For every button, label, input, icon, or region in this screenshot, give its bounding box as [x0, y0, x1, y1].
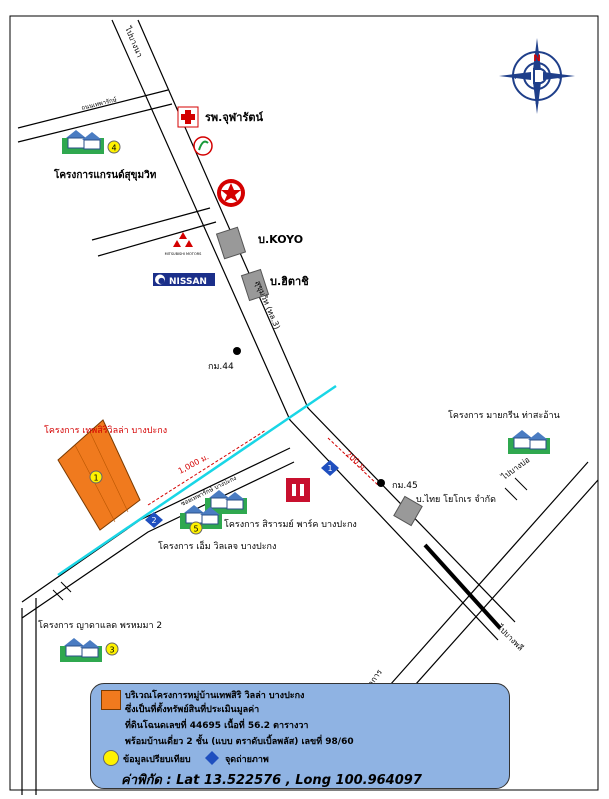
legend-line-4: พร้อมบ้านเดี่ยว 2 ชั้น (แบบ ตราดับเบิ้ลพ… [125, 737, 354, 747]
canal [57, 384, 337, 577]
legend-subject-swatch [101, 690, 121, 710]
project-m-label: โครงการ เอ็ม วิลเลจ บางปะกง [158, 542, 277, 552]
km44-label: กม.44 [208, 362, 234, 372]
mitsubishi-icon [173, 232, 193, 247]
road-label-theparak-top: ถนนเทพารักษ์ [81, 95, 118, 112]
km45-label: กม.45 [392, 481, 418, 491]
photo-1-label: 1 [327, 464, 332, 473]
thai-yokohama-building [393, 495, 423, 527]
nissan-label: NISSAN [169, 277, 207, 287]
compare-marker-1 [89, 470, 103, 484]
compass-s: S [535, 99, 539, 106]
house-icon-4 [62, 130, 104, 154]
legend-coordinates: ค่าพิกัด : Lat 13.522576 , Long 100.9640… [121, 773, 422, 788]
legend-photo-label: จุดถ่ายภาพ [225, 755, 269, 765]
hitachi-building [240, 268, 270, 302]
marker-1-label: 1 [93, 474, 98, 483]
koyo-label: บ.KOYO [258, 233, 304, 246]
road-grand [17, 89, 173, 143]
expressway [423, 543, 502, 630]
nissan-icon [153, 273, 215, 286]
compare-marker-3 [105, 642, 119, 656]
hospital-label: รพ.จุฬารัตน์ [205, 111, 264, 124]
bank-icon [193, 136, 213, 156]
project-ya-label: โครงการ ญาดาแลด พรหมมา 2 [38, 621, 163, 631]
road-mid-left [91, 207, 217, 257]
marker-5-label: 5 [193, 525, 198, 534]
hospital-icon [177, 106, 199, 128]
road-label-pracha: ไปบางนา [123, 24, 144, 58]
legend-photo-icon [205, 751, 219, 765]
legend-line-1: บริเวณโครงการหมู่บ้านเทพสิริ วิลล่า บางป… [125, 691, 305, 701]
marker-3-label: 3 [109, 646, 114, 655]
legend-compare-swatch [103, 750, 119, 766]
nissan-logo-text: ● [158, 276, 165, 285]
compass-w: W [511, 74, 517, 81]
photo-marker-1 [321, 460, 339, 476]
koyo-building [215, 226, 247, 260]
km44-dot [233, 347, 241, 355]
distance-200-label: 200 ม. [344, 450, 369, 473]
distance-1000-line [147, 429, 267, 506]
compass-e: E [558, 74, 562, 81]
house-icon-mayrin [508, 430, 550, 454]
km45-dot [377, 479, 385, 487]
road-theparak [21, 447, 295, 619]
road-label-bang-phli: ไปบางพลี [495, 622, 525, 652]
distance-1000-label: 1,000 ม. [177, 452, 211, 476]
house-icon-m [180, 505, 222, 529]
thai-yokohama-label: บ.ไทย โยโกเร จำกัด [416, 495, 496, 505]
mitsubishi-label: MITSUBISHI MOTORS [165, 252, 203, 256]
compare-marker-4 [107, 140, 121, 154]
compass-n: N [533, 54, 541, 64]
map-frame [9, 15, 599, 791]
compare-marker-5 [189, 521, 203, 535]
house-icon-siram [205, 490, 247, 514]
project-siram-label: โครงการ สิรารมย์ พาร์ค บางปะกง [224, 520, 357, 530]
photo-marker-2 [145, 512, 163, 528]
house-icon-3 [60, 638, 102, 662]
legend-box: บริเวณโครงการหมู่บ้านเทพสิริ วิลล่า บางป… [90, 683, 510, 789]
photo-2-label: 2 [151, 516, 156, 525]
legend-line-3: ที่ดินโฉนดเลขที่ 44695 เนื้อที่ 56.2 ตาร… [125, 721, 309, 731]
project-grand-label: โครงการแกรนด์สุขุมวิท [54, 170, 157, 181]
marker-4-label: 4 [111, 144, 116, 153]
legend-line-2: ซึ่งเป็นที่ตั้งทรัพย์สินที่ประเมินมูลค่า [125, 705, 260, 715]
project-subject-label: โครงการ เทพสิริวิลล่า บางปะกง [44, 426, 168, 436]
hitachi-label: บ.ฮิตาชิ [270, 275, 309, 288]
legend-compare-label: ข้อมูลเปรียบเทียบ [123, 755, 191, 765]
distance-200-line [327, 437, 379, 486]
project-mayrin-label: โครงการ มายกรีน ท่าสะอ้าน [448, 411, 560, 421]
gas-station-icon [217, 179, 245, 207]
compass-icon [499, 38, 575, 114]
isuzu-icon [286, 478, 310, 502]
